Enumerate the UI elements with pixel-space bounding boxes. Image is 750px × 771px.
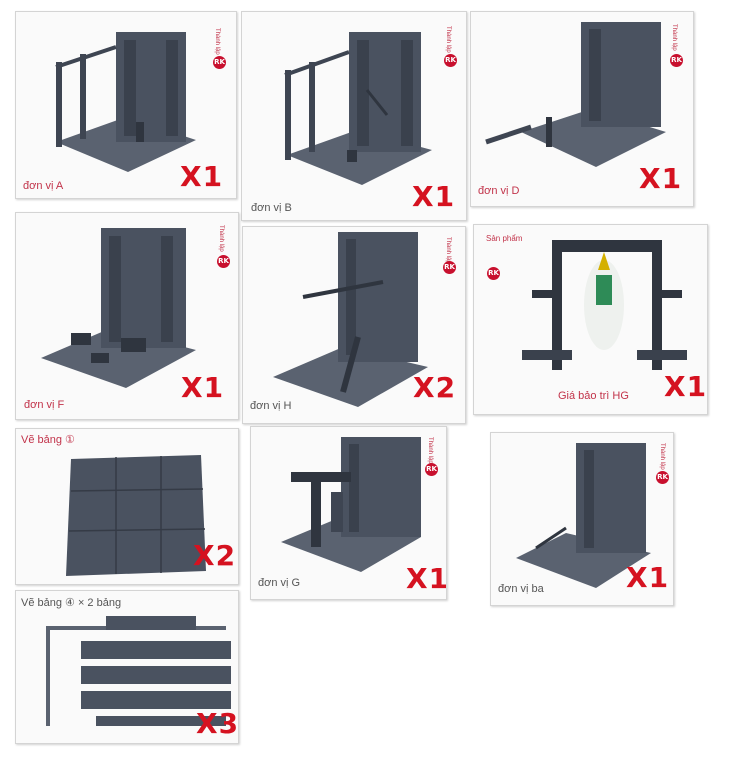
unit-b-image	[284, 32, 432, 185]
board-4-sprue-image	[46, 616, 231, 726]
brand-badge: RK	[444, 54, 457, 67]
stamp-text: Thành lập	[659, 443, 665, 470]
stamp-text: Sản phẩm	[486, 234, 523, 243]
card-label: Giá bảo trì HG	[558, 390, 629, 402]
stamp-text: Thành lập	[671, 24, 677, 51]
stamp-text: Thành lập	[214, 28, 220, 55]
stamp-text: Thành lập	[445, 26, 451, 53]
card-label: đơn vị A	[23, 180, 64, 192]
quantity-label: X1	[664, 370, 708, 403]
unit-a-image	[55, 32, 196, 172]
product-card-unit-g: Thành lập RK đơn vị G X1	[250, 426, 447, 600]
stamp-text: Thành lập	[427, 437, 433, 464]
stamp-text: Thành lập	[445, 237, 451, 264]
product-card-unit-h: Thành lập RK đơn vị H X2	[242, 226, 466, 424]
card-label: đơn vị D	[478, 185, 520, 197]
product-card-unit-d: Thành lập RK đơn vị D X1	[470, 11, 694, 207]
brand-badge: RK	[443, 261, 456, 274]
quantity-label: X1	[626, 561, 670, 594]
card-label: đơn vị H	[250, 400, 292, 412]
product-card-unit-ba: Thành lập RK đơn vị ba X1	[490, 432, 674, 606]
unit-ba-image	[516, 443, 651, 588]
product-card-board-4: Vẽ bảng ④ × 2 bảng X3	[15, 590, 239, 744]
brand-badge: RK	[217, 255, 230, 268]
card-label: đơn vị G	[258, 577, 301, 589]
quantity-label: X1	[639, 162, 683, 195]
brand-badge: RK	[656, 471, 669, 484]
quantity-label: X1	[181, 371, 225, 404]
card-label: Vẽ bảng ④ × 2 bảng	[21, 597, 122, 609]
product-card-hg-rack: Sản phẩm RK Giá bảo trì HG X1	[473, 224, 708, 415]
unit-h-image	[273, 232, 428, 407]
unit-f-image	[41, 228, 196, 388]
brand-badge: RK	[213, 56, 226, 69]
brand-badge: RK	[425, 463, 438, 476]
unit-g-image	[281, 437, 421, 572]
product-card-unit-a: Thành lập RK đơn vị A X1	[15, 11, 237, 199]
hg-rack-image	[522, 240, 687, 370]
quantity-label: X2	[193, 539, 237, 572]
unit-d-image	[485, 22, 666, 167]
board-1-image	[66, 455, 206, 576]
card-label: đơn vị ba	[498, 583, 544, 595]
stamp-text: Thành lập	[218, 225, 224, 252]
quantity-label: X1	[180, 160, 224, 193]
brand-badge: RK	[487, 267, 500, 280]
quantity-label: X2	[413, 371, 457, 404]
product-card-board-1: Vẽ bảng ① X2	[15, 428, 239, 585]
card-label: Vẽ bảng ①	[21, 434, 75, 446]
brand-badge: RK	[670, 54, 683, 67]
card-label: đơn vị B	[251, 202, 292, 214]
product-card-unit-f: Thành lập RK đơn vị F X1	[15, 212, 239, 420]
quantity-label: X1	[406, 562, 447, 595]
quantity-label: X1	[412, 180, 456, 213]
product-card-unit-b: Thành lập RK đơn vị B X1	[241, 11, 467, 221]
quantity-label: X3	[196, 707, 239, 740]
card-label: đơn vị F	[24, 399, 65, 411]
